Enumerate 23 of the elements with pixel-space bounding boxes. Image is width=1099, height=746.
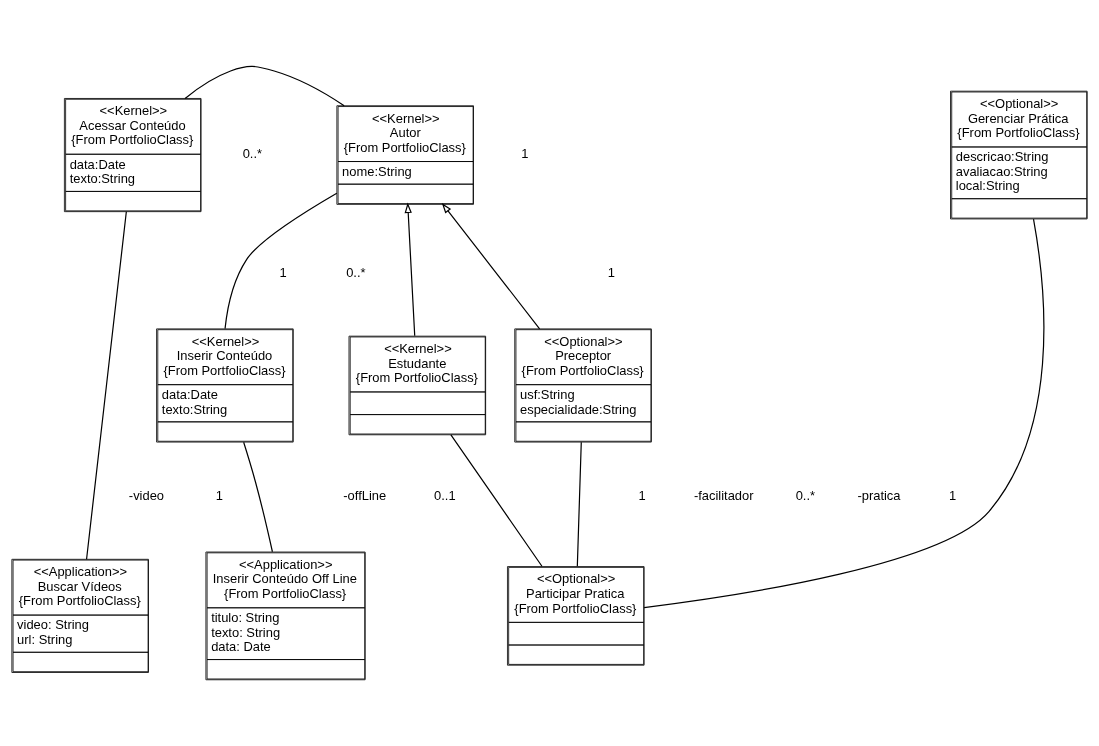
label: 1 <box>521 146 529 162</box>
label: -pratica <box>857 488 901 504</box>
label: 0..* <box>242 146 263 162</box>
connector <box>184 65 345 107</box>
connector <box>243 441 273 553</box>
connector <box>576 441 582 567</box>
label: 1 <box>279 264 287 280</box>
label: 1 <box>215 488 223 504</box>
arrow <box>404 202 416 337</box>
arrow <box>441 202 541 330</box>
label: 1 <box>948 488 957 504</box>
connector <box>224 192 338 330</box>
label: -video <box>128 488 165 504</box>
connector <box>643 218 1045 609</box>
connector <box>450 434 543 567</box>
label: -facilitador <box>693 488 754 504</box>
label: 0..* <box>795 488 816 504</box>
label: 1 <box>638 488 646 504</box>
label: 0..1 <box>434 488 456 504</box>
label: -offLine <box>343 488 387 504</box>
label: 0..* <box>346 264 366 280</box>
label: 1 <box>607 264 615 280</box>
connector <box>85 211 127 560</box>
